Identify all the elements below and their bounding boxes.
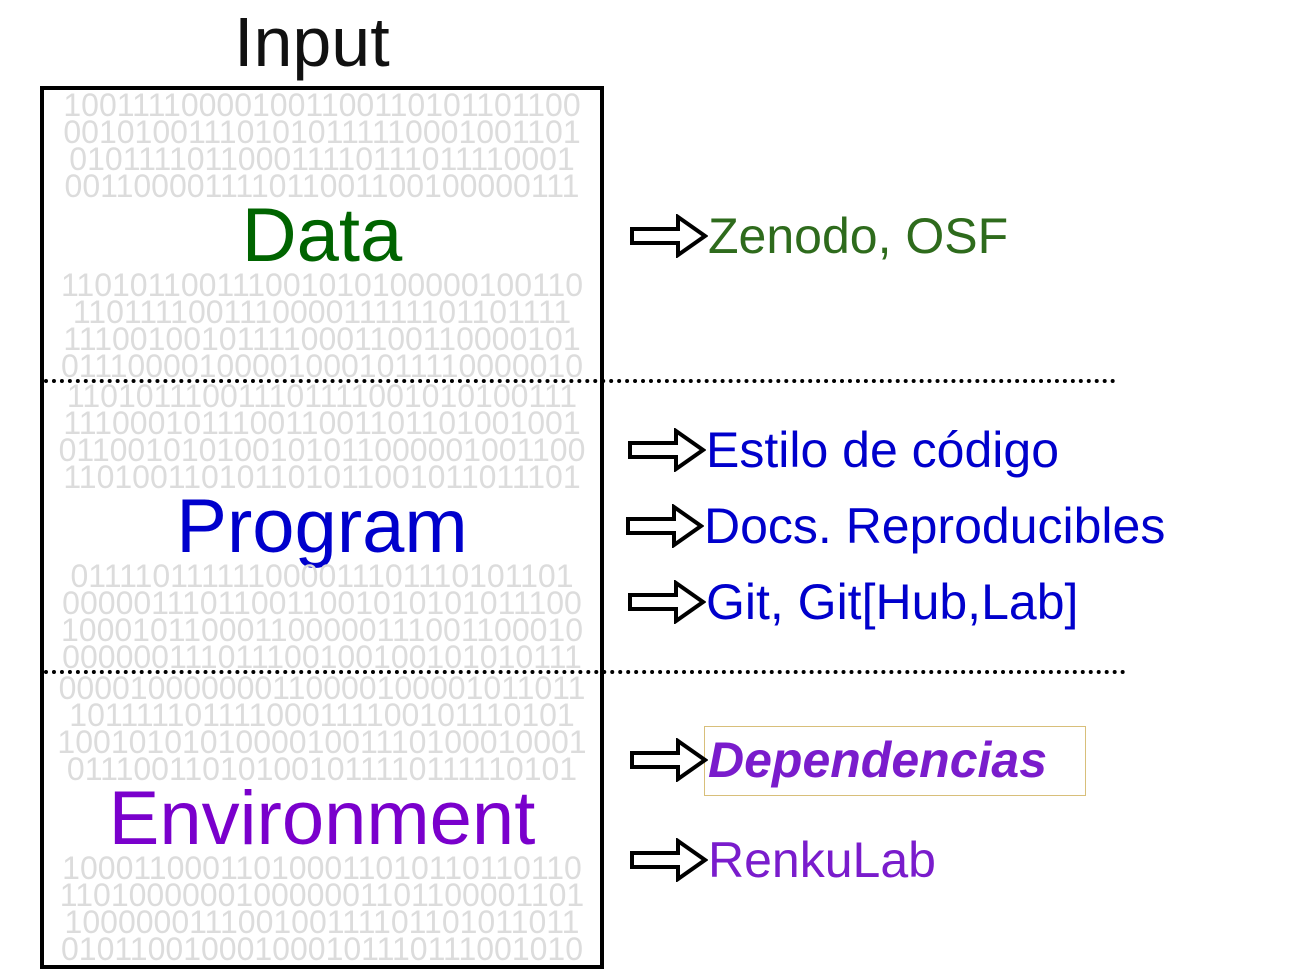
binary-row: 100101010100001001110100010001 <box>57 723 587 760</box>
binary-row: 100011000110100011010110110110 <box>62 849 582 886</box>
arrow-right-icon <box>626 504 704 548</box>
output-zenodo-osf: Zenodo, OSF <box>708 208 1009 264</box>
binary-row: 000010000000110000100001011011 <box>58 669 586 706</box>
output-reproducible-docs: Docs. Reproducibles <box>704 498 1166 554</box>
output-git: Git, Git[Hub,Lab] <box>706 574 1079 630</box>
arrow-right-icon <box>628 428 706 472</box>
section-data-label: Data <box>241 192 403 278</box>
binary-row: 001010011101010111110001001101 <box>63 113 581 150</box>
binary-row: 100010110001100000111001100010 <box>60 611 584 648</box>
binary-row: 000000111011100100100101010111 <box>62 638 582 675</box>
arrow-right-icon <box>628 580 706 624</box>
output-code-style: Estilo de código <box>706 422 1060 478</box>
binary-row: 110101110011101111001010100111 <box>66 377 578 414</box>
output-dependencies: Dependencias <box>708 732 1048 788</box>
binary-row: 100000011100100111101101011011 <box>64 903 580 940</box>
binary-row: 101111101111000111100101110101 <box>69 696 575 733</box>
binary-row: 110100000010000001101100001101 <box>59 876 585 913</box>
section-program-label: Program <box>176 483 468 569</box>
arrow-right-icon <box>630 738 708 782</box>
binary-row: 111000101110011001101101001001 <box>63 404 581 441</box>
arrow-right-icon <box>630 838 708 882</box>
binary-row: 110100110101101011001011011101 <box>63 458 581 495</box>
binary-row: 111001001011110001100110000101 <box>63 320 581 357</box>
binary-row: 011100110101001011110111110101 <box>66 750 578 787</box>
divider-program-environment <box>44 670 1126 674</box>
section-environment-label: Environment <box>108 775 536 861</box>
binary-row: 110111100111000011111101101111 <box>72 293 572 330</box>
binary-row: 011110111111000011101110101101 <box>70 557 574 594</box>
binary-row: 110101100111001010100000100110 <box>60 266 584 303</box>
divider-data-program <box>44 379 1116 383</box>
binary-row: 011001010100101011000001001100 <box>58 431 586 468</box>
binary-row: 001100001111011001100100000111 <box>64 167 580 204</box>
binary-row: 010110010001000101110111001010 <box>60 930 584 967</box>
binary-row: 000001110110011001010101011100 <box>62 584 582 621</box>
input-title: Input <box>234 3 390 81</box>
binary-row: 010111101100011110111011110001 <box>69 140 575 177</box>
binary-row: 100111100001001100110101101100 <box>63 86 581 123</box>
arrow-right-icon <box>630 214 708 258</box>
binary-row: 011100001000010001011110000010 <box>60 347 584 384</box>
output-renkulab: RenkuLab <box>708 832 936 888</box>
